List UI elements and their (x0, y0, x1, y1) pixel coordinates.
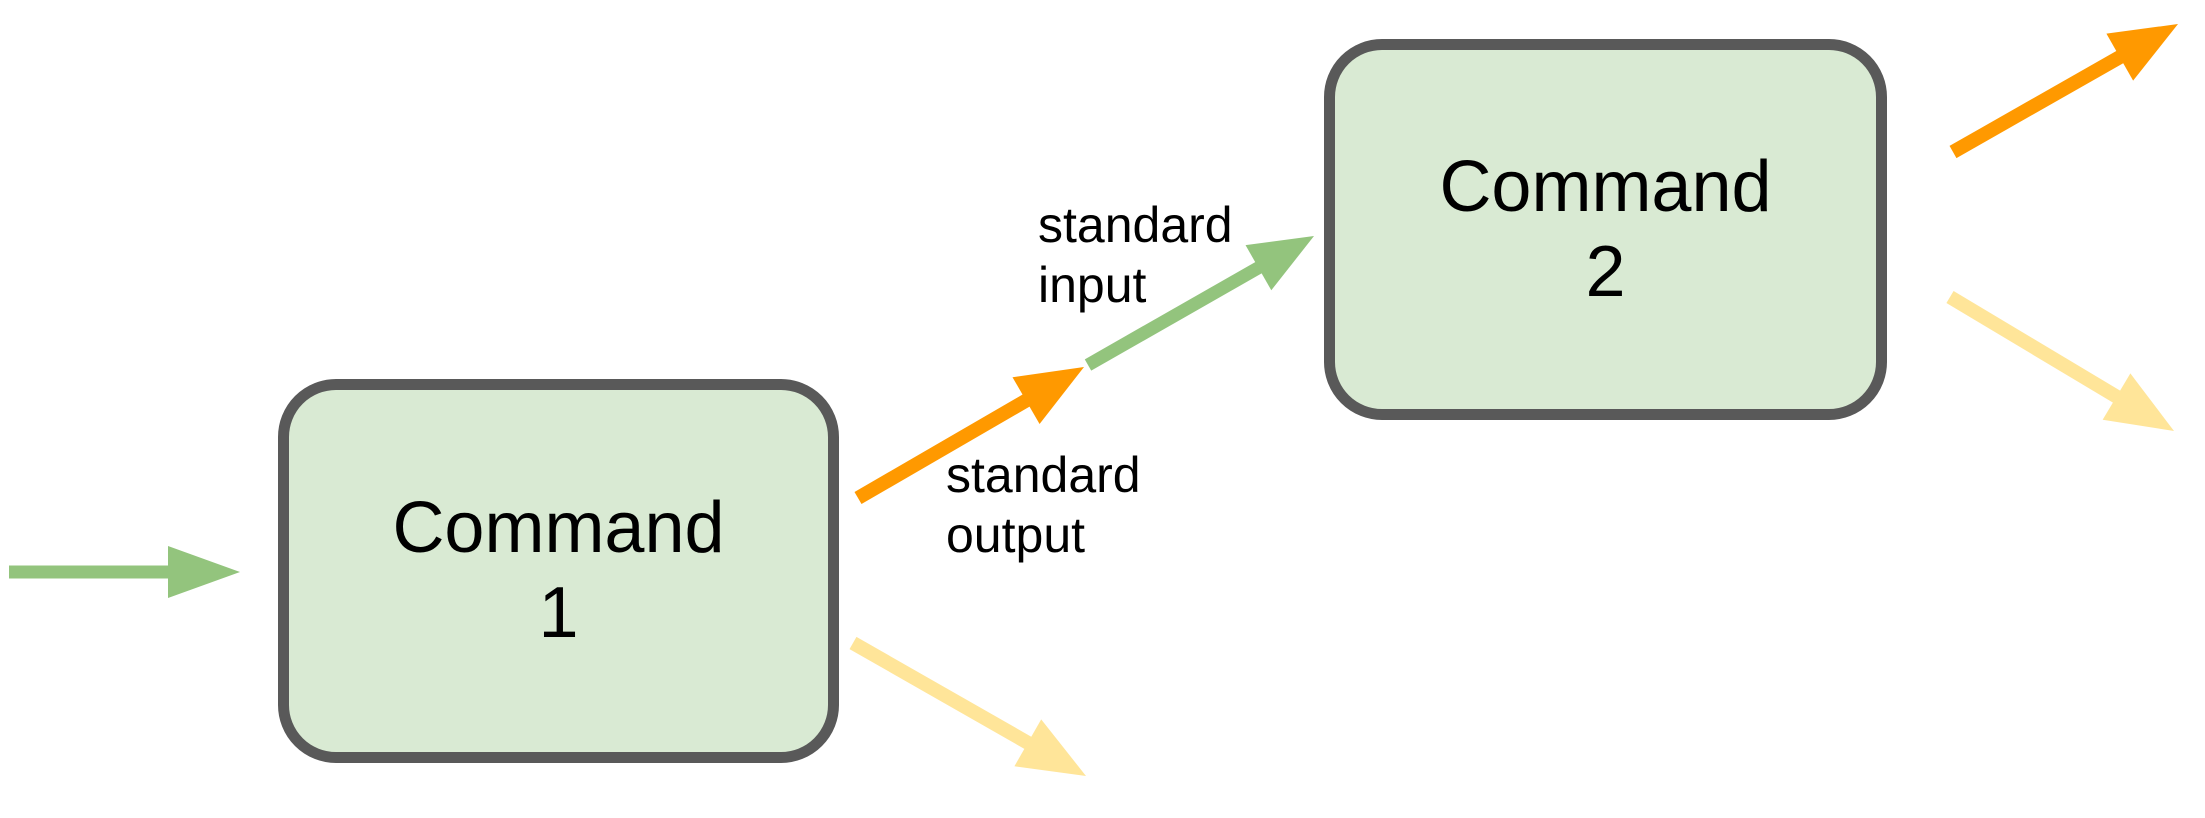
stdin-arrow-into-command-2 (1084, 236, 1314, 371)
standard-output-label: standard output (946, 445, 1141, 565)
command-1-label-line-1: Command (392, 488, 725, 568)
stdout-arrow-from-command-1 (854, 367, 1084, 505)
stdout-arrow-from-command-2 (1949, 24, 2178, 159)
standard-output-label-line-1: standard (946, 447, 1141, 503)
standard-input-label: standard input (1038, 195, 1233, 315)
command-2-label-line-1: Command (1439, 146, 1772, 227)
standard-output-label-line-2: output (946, 507, 1086, 563)
stdin-arrow-into-command-1 (9, 546, 240, 598)
standard-input-label-line-1: standard (1038, 197, 1233, 253)
command-2-box-label: Command 2 (1439, 145, 1771, 315)
stderr-arrow-from-command-1 (849, 636, 1086, 776)
command-2-label-line-2: 2 (1585, 231, 1626, 312)
command-1-box-label: Command 1 (392, 486, 724, 656)
command-1-box: Command 1 (278, 379, 839, 763)
command-1-label-line-2: 1 (538, 573, 579, 653)
command-2-box: Command 2 (1324, 39, 1887, 420)
stderr-arrow-from-command-2 (1946, 290, 2174, 431)
standard-input-label-line-2: input (1038, 257, 1147, 313)
